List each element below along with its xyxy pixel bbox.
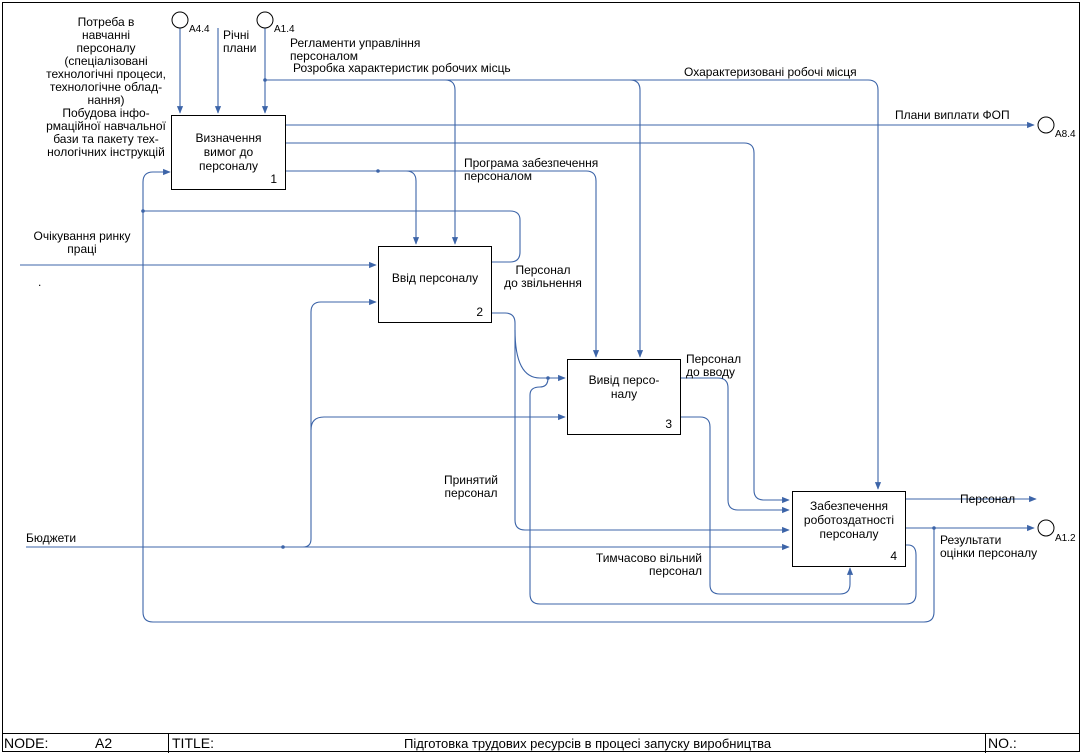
label-staff-to-dismissal: Персонал до звільнення xyxy=(504,263,582,290)
label-hired-staff: Принятий персонал xyxy=(443,473,499,500)
tunnel-a84-icon xyxy=(1037,116,1055,134)
tunnel-a12-icon xyxy=(1037,519,1055,537)
arrow-box3-to-box4-bottom xyxy=(680,416,854,595)
node-label: NODE: xyxy=(4,735,49,751)
label-characterized-workplaces: Охарактеризовані робочі місця xyxy=(684,65,857,79)
label-annual-plans: Річні плани xyxy=(223,28,257,55)
label-training-need: Потреба в навчанні персоналу (спеціалізо… xyxy=(46,15,166,159)
diagram-title: Підготовка трудових ресурсів в процесі з… xyxy=(404,736,772,751)
tunnel-a44-icon xyxy=(171,11,189,29)
label-payroll-plans: Плани виплати ФОП xyxy=(895,108,1010,122)
activity-number: 3 xyxy=(665,417,672,431)
activity-box-1[interactable]: Визначення вимог до персоналу 1 xyxy=(171,115,286,190)
label-temp-free-staff: Тимчасово вільний персонал xyxy=(595,551,702,578)
arrow-characterized-workplaces xyxy=(630,79,882,490)
arrow-workplace-to-box2 xyxy=(265,79,459,245)
label-market-expectations: Очікування ринку праці xyxy=(33,229,131,256)
label-budgets: Бюджети xyxy=(26,531,77,545)
title-block: NODE: A2 TITLE: Підготовка трудових ресу… xyxy=(2,733,1080,753)
tunnel-a44-label: A4.4 xyxy=(189,24,210,35)
activity-title: Ввід персоналу xyxy=(391,271,479,285)
activity-box-2[interactable]: Ввід персоналу 2 xyxy=(378,246,492,323)
tunnel-a14-icon xyxy=(256,11,274,29)
arrow-box2-feedback xyxy=(143,210,521,263)
arrow-staffing-program-to-box3 xyxy=(378,170,600,358)
label-staff-out: Персонал xyxy=(960,492,1016,506)
title-label: TITLE: xyxy=(172,735,215,751)
activity-box-4[interactable]: Забезпечення роботоздатності персоналу 4 xyxy=(792,491,906,567)
activity-number: 4 xyxy=(890,549,897,563)
activity-title: Визначення вимог до персоналу xyxy=(195,131,262,173)
tunnel-a14-label: A1.4 xyxy=(274,24,295,35)
tunnel-a12-label: A1.2 xyxy=(1055,533,1076,544)
number-label: NO.: xyxy=(988,735,1017,751)
activity-title: Забезпечення роботоздатності персоналу xyxy=(803,499,895,541)
arrow-budgets-to-box2 xyxy=(302,298,377,548)
label-evaluation-results: Результати оцінки персоналу xyxy=(940,533,1038,560)
tunnel-a84-label: A8.4 xyxy=(1055,129,1076,140)
activity-title: Вивід персо- налу xyxy=(588,373,660,401)
arrow-box2-to-box3 xyxy=(492,312,566,382)
arrow-evaluation-feedback xyxy=(142,168,935,623)
arrow-staff-to-input xyxy=(680,377,790,514)
node-value: A2 xyxy=(95,735,113,751)
arrow-budgets-to-box3 xyxy=(310,413,566,431)
label-regulations: Регламенти управління персоналом xyxy=(290,36,421,63)
activity-number: 2 xyxy=(476,305,483,319)
activity-box-3[interactable]: Вивід персо- налу 3 xyxy=(567,359,681,435)
arrow-temp-free-staff xyxy=(529,377,917,605)
activity-number: 1 xyxy=(270,172,277,186)
label-workplace-dev: Розробка характеристик робочих місць xyxy=(293,61,511,75)
label-staff-to-input: Персонал до вводу xyxy=(686,352,742,379)
arrow-staffing-program xyxy=(286,170,420,245)
arrow-box1-to-box4 xyxy=(286,142,790,504)
label-staffing-program: Програма забезпечення персоналом xyxy=(464,156,599,183)
arrow-hired-staff xyxy=(514,330,790,534)
label-dot: . xyxy=(38,275,42,289)
